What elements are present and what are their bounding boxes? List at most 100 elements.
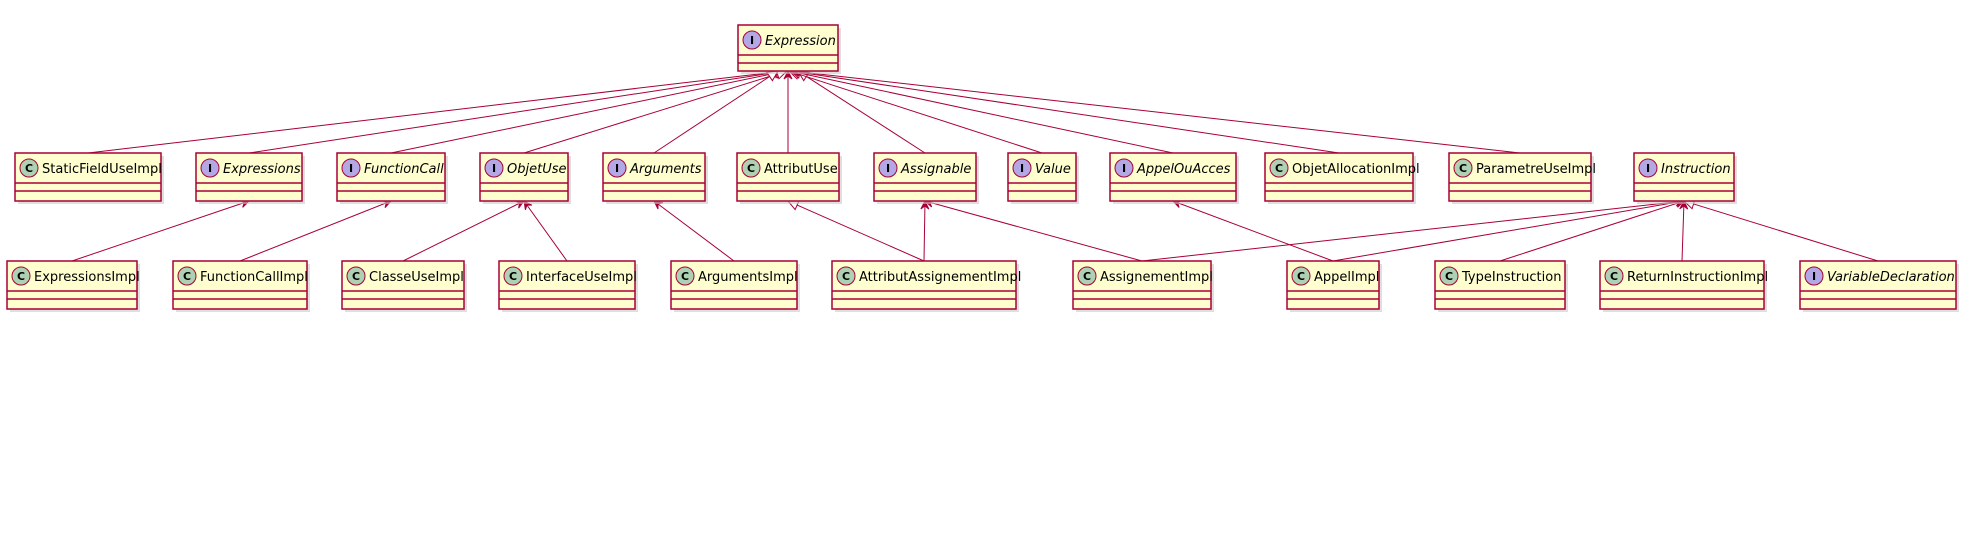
class-box (1434, 260, 1566, 310)
class-name: FunctionCall (364, 162, 444, 177)
uml-interface-expression: I Expression (737, 24, 841, 74)
uml-class-attribut-use: C AttributUse (736, 152, 842, 204)
class-name: FunctionCallImpl (200, 270, 308, 285)
stereotype-glyph: I (208, 162, 212, 175)
class-box (670, 260, 798, 310)
relation-value-to-expression (787, 68, 1043, 154)
stereotype-glyph: I (1122, 162, 1126, 175)
class-stereotype-icon (1604, 266, 1624, 286)
class-name: ReturnInstructionImpl (1627, 270, 1768, 285)
class-stereotype-icon (503, 266, 523, 286)
relation-parametre-use-impl-to-expression (790, 67, 1521, 154)
class-name: ObjetUse (507, 162, 566, 177)
stereotype-glyph: I (349, 162, 353, 175)
class-name: Instruction (1661, 162, 1731, 177)
relation-objet-use-to-expression (523, 68, 789, 154)
class-name: ExpressionsImpl (34, 270, 140, 285)
interface-stereotype-icon (1804, 266, 1824, 286)
uml-interface-objet-use: I ObjetUse (479, 152, 571, 204)
class-name: StaticFieldUseImpl (42, 162, 162, 177)
relation-static-field-use-impl-to-expression (87, 67, 786, 154)
class-stereotype-icon (19, 158, 39, 178)
stereotype-glyph: I (750, 34, 754, 47)
uml-interface-arguments: I Arguments (602, 152, 708, 204)
relation-attribut-assignement-impl-to-assignable (920, 199, 930, 262)
uml-interface-appel-ou-acces: I AppelOuAcces (1109, 152, 1239, 204)
class-stereotype-icon (675, 266, 695, 286)
class-name: AppelOuAcces (1136, 162, 1231, 177)
class-name: Expression (765, 34, 836, 49)
stereotype-glyph: C (681, 270, 689, 283)
stereotype-glyph: I (886, 162, 890, 175)
class-box (1072, 260, 1212, 310)
relation-assignement-impl-to-assignable (923, 198, 1143, 262)
class-stereotype-icon (177, 266, 197, 286)
class-stereotype-icon (1077, 266, 1097, 286)
interface-stereotype-icon (742, 30, 762, 50)
class-box (14, 152, 162, 202)
interface-stereotype-icon (341, 158, 361, 178)
class-name: ArgumentsImpl (698, 270, 798, 285)
relation-arguments-impl-to-arguments (653, 200, 735, 262)
stereotype-glyph: C (183, 270, 191, 283)
interface-stereotype-icon (607, 158, 627, 178)
relation-assignable-to-expression (797, 70, 926, 154)
uml-class-arguments-impl: C ArgumentsImpl (670, 260, 800, 312)
relation-attribut-use-to-expression (783, 69, 793, 153)
relation-classe-use-impl-to-objet-use (402, 200, 526, 262)
interface-stereotype-icon (484, 158, 504, 178)
class-stereotype-icon (836, 266, 856, 286)
uml-class-parametre-use-impl: C ParametreUseImpl (1448, 152, 1596, 204)
relation-appel-ou-acces-to-expression (788, 67, 1174, 154)
stereotype-glyph: C (1459, 162, 1467, 175)
interface-stereotype-icon (1012, 158, 1032, 178)
filled-arrowhead (920, 199, 930, 210)
class-name: AttributUse (764, 162, 838, 177)
stereotype-glyph: C (352, 270, 360, 283)
class-stereotype-icon (1453, 158, 1473, 178)
class-box (6, 260, 138, 310)
class-name: AssignementImpl (1100, 270, 1213, 285)
class-name: ParametreUseImpl (1476, 162, 1596, 177)
relation-expressions-impl-to-expressions (71, 199, 251, 262)
class-name: VariableDeclaration (1827, 270, 1955, 285)
class-stereotype-icon (1439, 266, 1459, 286)
uml-interface-function-call: I FunctionCall (336, 152, 448, 204)
class-name: Arguments (629, 162, 702, 177)
stereotype-glyph: C (842, 270, 850, 283)
class-name: AppelImpl (1314, 270, 1379, 285)
class-name: Expressions (223, 162, 301, 177)
class-stereotype-icon (346, 266, 366, 286)
relation-type-instruction-to-instruction (1499, 199, 1686, 262)
stereotype-glyph: I (492, 162, 496, 175)
class-box (498, 260, 636, 310)
relation-function-call-impl-to-function-call (239, 199, 393, 262)
filled-arrowhead (783, 69, 793, 80)
stereotype-glyph: C (1610, 270, 1618, 283)
interface-stereotype-icon (878, 158, 898, 178)
stereotype-glyph: C (1275, 162, 1283, 175)
class-name: Value (1035, 162, 1071, 177)
relation-interface-use-impl-to-objet-use (523, 200, 568, 262)
relation-return-instruction-impl-to-instruction (1679, 199, 1689, 262)
relation-arguments-to-expression (653, 70, 779, 154)
filled-arrowhead (1679, 199, 1689, 210)
stereotype-glyph: C (747, 162, 755, 175)
stereotype-glyph: I (615, 162, 619, 175)
interface-stereotype-icon (200, 158, 220, 178)
class-box (1799, 260, 1957, 310)
relation-variable-declaration-to-instruction (1682, 198, 1879, 262)
class-name: InterfaceUseImpl (526, 270, 637, 285)
